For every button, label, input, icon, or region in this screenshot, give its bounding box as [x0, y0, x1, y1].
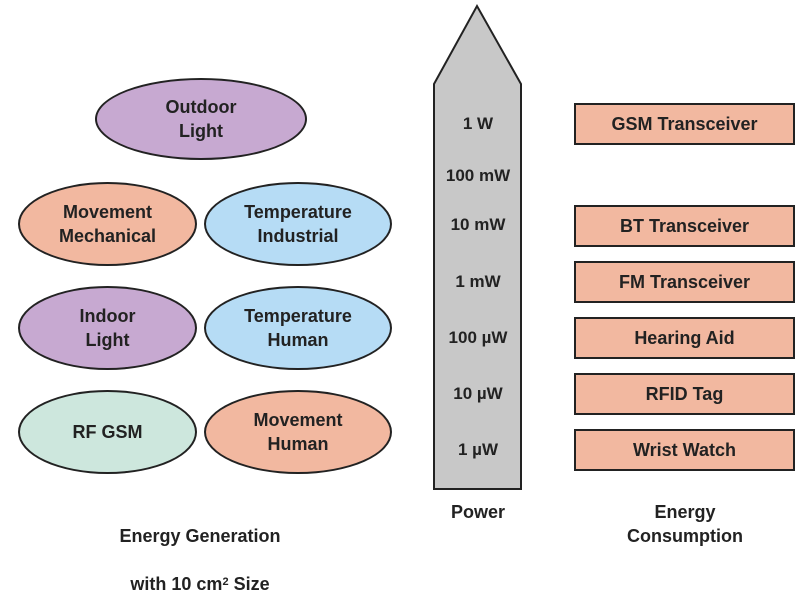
power-level-10uw: 10 µW: [453, 384, 503, 403]
consumption-caption: Energy Consumption: [627, 502, 743, 546]
device-label: Wrist Watch: [632, 439, 736, 460]
source-indoor-light: Indoor Light: [18, 286, 197, 370]
device-fm-transceiver: FM Transceiver: [574, 261, 795, 303]
source-label: Outdoor Light: [165, 97, 237, 141]
power-level-100uw: 100 µW: [448, 328, 508, 347]
source-movement-mechanical: Movement Mechanical: [18, 182, 197, 266]
power-level-1mw: 1 mW: [455, 272, 501, 291]
source-temperature-industrial: Temperature Industrial: [204, 182, 392, 266]
generation-caption-line2-post: Size: [228, 574, 270, 594]
generation-caption: Energy Generation with 10 cm2 Size: [80, 500, 320, 596]
source-label: Indoor Light: [79, 306, 136, 350]
device-label: FM Transceiver: [618, 271, 751, 292]
source-label: Movement Mechanical: [58, 202, 157, 246]
power-level-100mw: 100 mW: [445, 166, 511, 185]
source-label: RF GSM: [72, 422, 143, 442]
source-label: Movement Human: [253, 410, 343, 454]
power-level-10mw: 10 mW: [450, 215, 506, 234]
generation-caption-line2-pre: with 10 cm: [130, 574, 223, 594]
power-caption: Power: [450, 502, 506, 522]
device-rfid-tag: RFID Tag: [574, 373, 795, 415]
device-hearing-aid: Hearing Aid: [574, 317, 795, 359]
source-label: Temperature Human: [244, 306, 352, 350]
source-movement-human: Movement Human: [204, 390, 392, 474]
device-wrist-watch: Wrist Watch: [574, 429, 795, 471]
power-level-1uw: 1 µW: [457, 440, 499, 459]
device-gsm-transceiver: GSM Transceiver: [574, 103, 795, 145]
device-label: Hearing Aid: [634, 327, 735, 348]
device-label: RFID Tag: [645, 383, 724, 404]
power-arrow: [433, 3, 522, 490]
source-label: Temperature Industrial: [244, 202, 352, 246]
source-outdoor-light: Outdoor Light: [95, 78, 307, 160]
source-rf-gsm: RF GSM: [18, 390, 197, 474]
generation-caption-sup: 2: [222, 576, 229, 588]
device-bt-transceiver: BT Transceiver: [574, 205, 795, 247]
device-label: GSM Transceiver: [611, 113, 758, 134]
source-temperature-human: Temperature Human: [204, 286, 392, 370]
device-label: BT Transceiver: [619, 215, 750, 236]
power-level-1w: 1 W: [462, 114, 494, 133]
generation-caption-line1: Energy Generation: [119, 526, 281, 546]
